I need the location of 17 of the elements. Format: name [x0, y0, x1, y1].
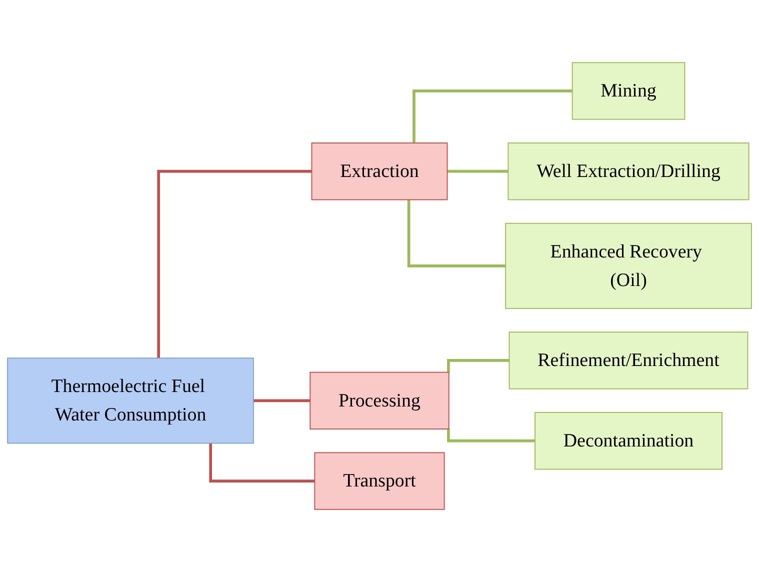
node-box: Transport: [314, 452, 445, 510]
connector: [157, 169, 312, 358]
connector: [252, 398, 310, 402]
connector: [407, 199, 506, 267]
connector: [412, 89, 572, 142]
node-box: Enhanced Recovery (Oil): [505, 222, 752, 308]
connector: [447, 428, 536, 442]
connector: [447, 358, 510, 372]
node-box: Mining: [572, 62, 686, 120]
node-box: Extraction: [311, 142, 448, 200]
node-box: Processing: [310, 371, 450, 429]
node-box: Refinement/Enrichment: [508, 331, 748, 389]
connector: [209, 442, 315, 482]
node-box: Well Extraction/Drilling: [508, 142, 750, 200]
node-box: Thermoelectric Fuel Water Consumption: [7, 357, 254, 444]
connector: [446, 169, 508, 172]
node-box: Decontamination: [534, 412, 722, 470]
